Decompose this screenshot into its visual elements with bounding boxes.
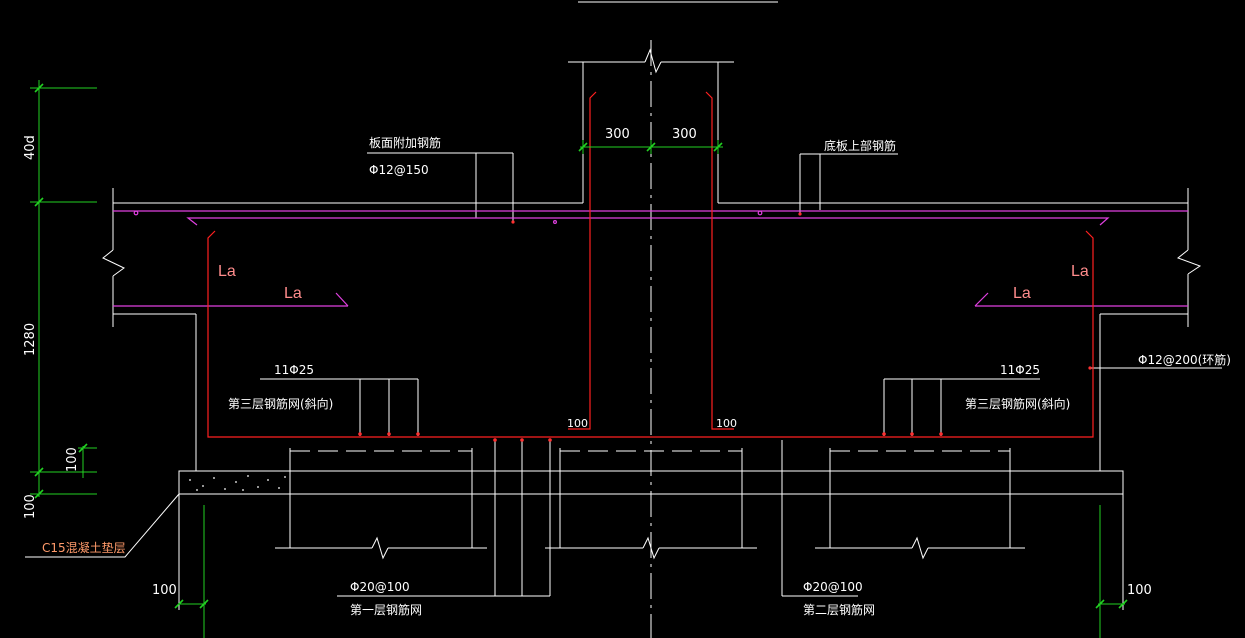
second-layer-spec: Φ20@100 bbox=[803, 580, 863, 594]
red-rebar bbox=[207, 91, 1094, 438]
hook-right: 100 bbox=[716, 417, 737, 430]
cushion-hatch bbox=[189, 475, 286, 491]
anchor-right-lower: La bbox=[1013, 285, 1031, 302]
first-layer-name: 第一层钢筋网 bbox=[350, 602, 422, 617]
dimension-lines bbox=[30, 80, 1125, 638]
hook-left: 100 bbox=[567, 417, 588, 430]
right-bar-count: 11Φ25 bbox=[1000, 363, 1040, 377]
dim-40d: 40d bbox=[23, 135, 38, 160]
dim-1280: 1280 bbox=[23, 323, 38, 356]
dim-bottom-left-100: 100 bbox=[152, 583, 177, 598]
magenta-rebar bbox=[113, 210, 1188, 307]
column-right-width: 300 bbox=[672, 127, 697, 142]
dim-100-a: 100 bbox=[65, 447, 80, 472]
left-bar-count: 11Φ25 bbox=[274, 363, 314, 377]
cushion-layer-label: C15混凝土垫层 bbox=[42, 540, 126, 555]
right-third-layer: 第三层钢筋网(斜向) bbox=[965, 396, 1070, 411]
bottom-plate-top-rebar: 底板上部钢筋 bbox=[824, 138, 896, 153]
concrete-outline bbox=[25, 1, 1222, 638]
top-plate-rebar-title: 板面附加钢筋 bbox=[369, 135, 441, 150]
anchor-left-lower: La bbox=[284, 285, 302, 302]
first-layer-spec: Φ20@100 bbox=[350, 580, 410, 594]
top-plate-rebar-spec: Φ12@150 bbox=[369, 163, 429, 177]
stirrup-spec: Φ12@200(环筋) bbox=[1138, 352, 1231, 367]
second-layer-name: 第二层钢筋网 bbox=[803, 602, 875, 617]
anchor-left-upper: La bbox=[218, 263, 236, 280]
red-bar-dots bbox=[358, 212, 1092, 442]
dimension-ticks bbox=[34, 83, 1128, 609]
anchor-right-upper: La bbox=[1071, 263, 1089, 280]
column-left-width: 300 bbox=[605, 127, 630, 142]
left-third-layer: 第三层钢筋网(斜向) bbox=[228, 396, 333, 411]
dim-bottom-right-100: 100 bbox=[1127, 583, 1152, 598]
annotation-text: 板面附加钢筋 Φ12@150 底板上部钢筋 300 300 La La La L… bbox=[23, 127, 1231, 617]
dim-100-b: 100 bbox=[23, 494, 38, 519]
